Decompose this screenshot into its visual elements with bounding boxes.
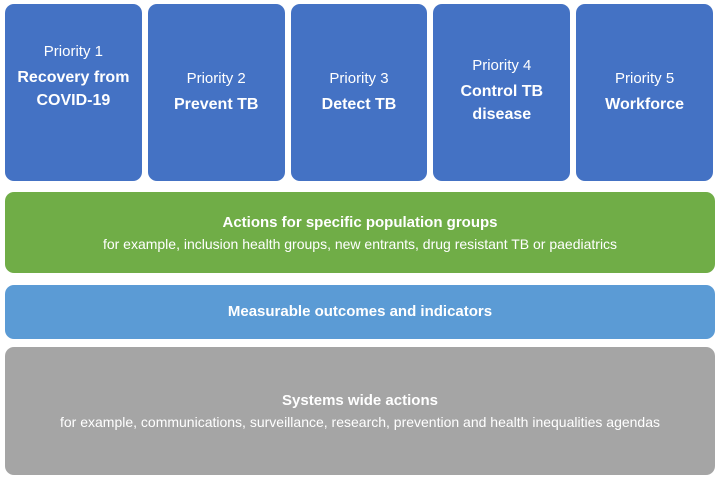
priority-title: Detect TB (321, 96, 397, 113)
priority-number: Priority 2 (186, 70, 246, 87)
systems-title: Systems wide actions (282, 392, 438, 409)
priority-number: Priority 5 (614, 70, 675, 87)
priority-row: Priority 1 Recovery from COVID-19 Priori… (5, 4, 713, 181)
outcomes-title: Measurable outcomes and indicators (227, 303, 493, 320)
priority-box-1: Priority 1 Recovery from COVID-19 (5, 4, 142, 181)
priority-number: Priority 4 (472, 57, 532, 74)
population-groups-subtitle: for example, inclusion health groups, ne… (102, 235, 618, 252)
priority-title: Recovery from COVID-19 (17, 69, 130, 109)
priority-title: Control TB disease (460, 83, 544, 123)
population-groups-title: Actions for specific population groups (222, 213, 498, 231)
priority-box-4: Priority 4 Control TB disease (433, 4, 571, 181)
priority-number: Priority 3 (329, 70, 389, 87)
priority-title: Prevent TB (173, 96, 259, 113)
systems-subtitle: for example, communications, surveillanc… (59, 414, 660, 430)
systems-band: Systems wide actions for example, commun… (5, 347, 715, 475)
priority-title: Workforce (605, 96, 684, 113)
population-groups-band: Actions for specific population groups f… (5, 192, 715, 273)
outcomes-band: Measurable outcomes and indicators (5, 285, 715, 339)
priority-box-5: Priority 5 Workforce (576, 4, 713, 181)
priority-number: Priority 1 (43, 43, 103, 60)
priority-box-2: Priority 2 Prevent TB (147, 4, 285, 181)
priority-box-3: Priority 3 Detect TB (290, 4, 428, 181)
